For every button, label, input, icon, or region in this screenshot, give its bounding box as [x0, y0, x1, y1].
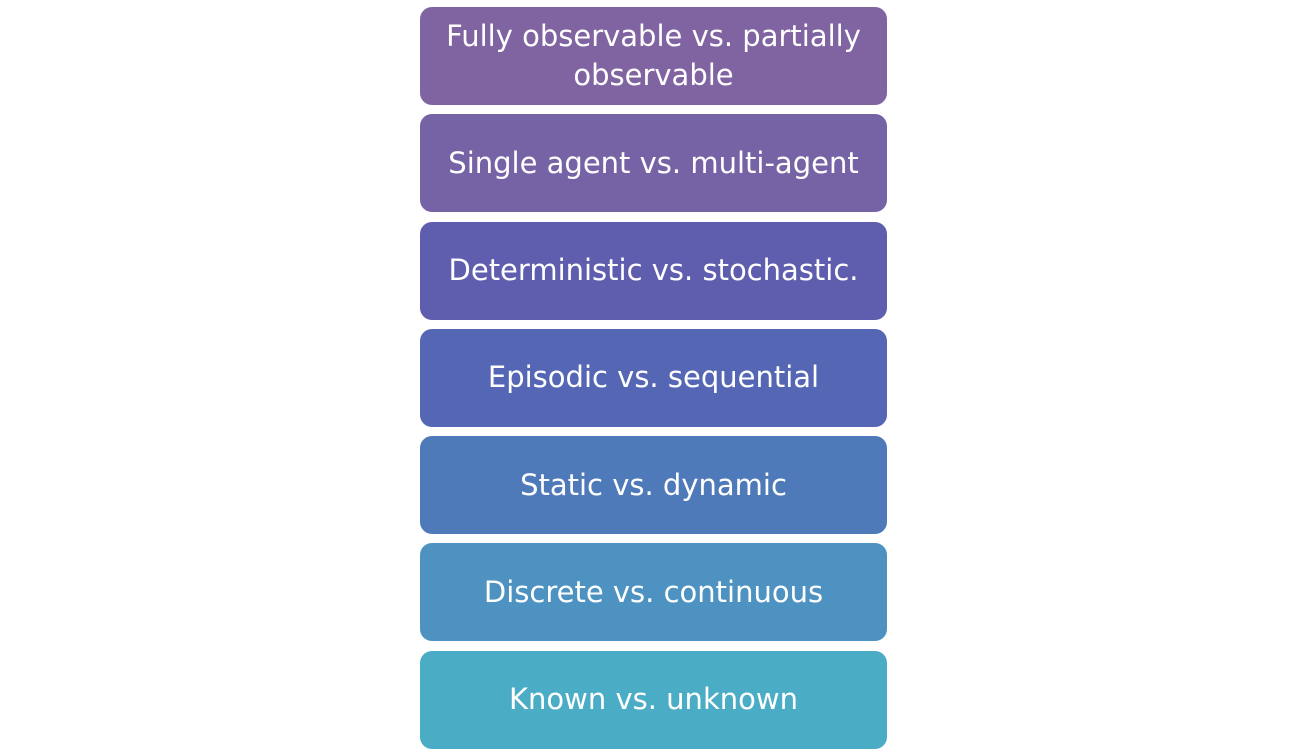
item-label: Deterministic vs. stochastic. [448, 253, 859, 287]
item-discrete-continuous: Discrete vs. continuous [420, 543, 887, 642]
item-deterministic-stochastic: Deterministic vs. stochastic. [420, 221, 887, 320]
item-label: Static vs. dynamic [520, 467, 787, 502]
item-episodic-sequential: Episodic vs. sequential [420, 328, 887, 427]
item-label: Fully observable vs. partially observabl… [446, 19, 861, 92]
item-static-dynamic: Static vs. dynamic [420, 436, 887, 534]
item-fully-partially-observable: Fully observable vs. partially observabl… [420, 7, 887, 105]
item-label: Episodic vs. sequential [487, 360, 820, 395]
item-known-unknown: Known vs. unknown [420, 650, 887, 749]
item-label: Single agent vs. multi-agent [448, 145, 859, 180]
item-label: Known vs. unknown [509, 682, 798, 716]
item-single-multi-agent: Single agent vs. multi-agent [420, 114, 887, 213]
item-label: Discrete vs. continuous [483, 574, 824, 609]
environment-properties-list: Fully observable vs. partially observabl… [420, 7, 887, 749]
